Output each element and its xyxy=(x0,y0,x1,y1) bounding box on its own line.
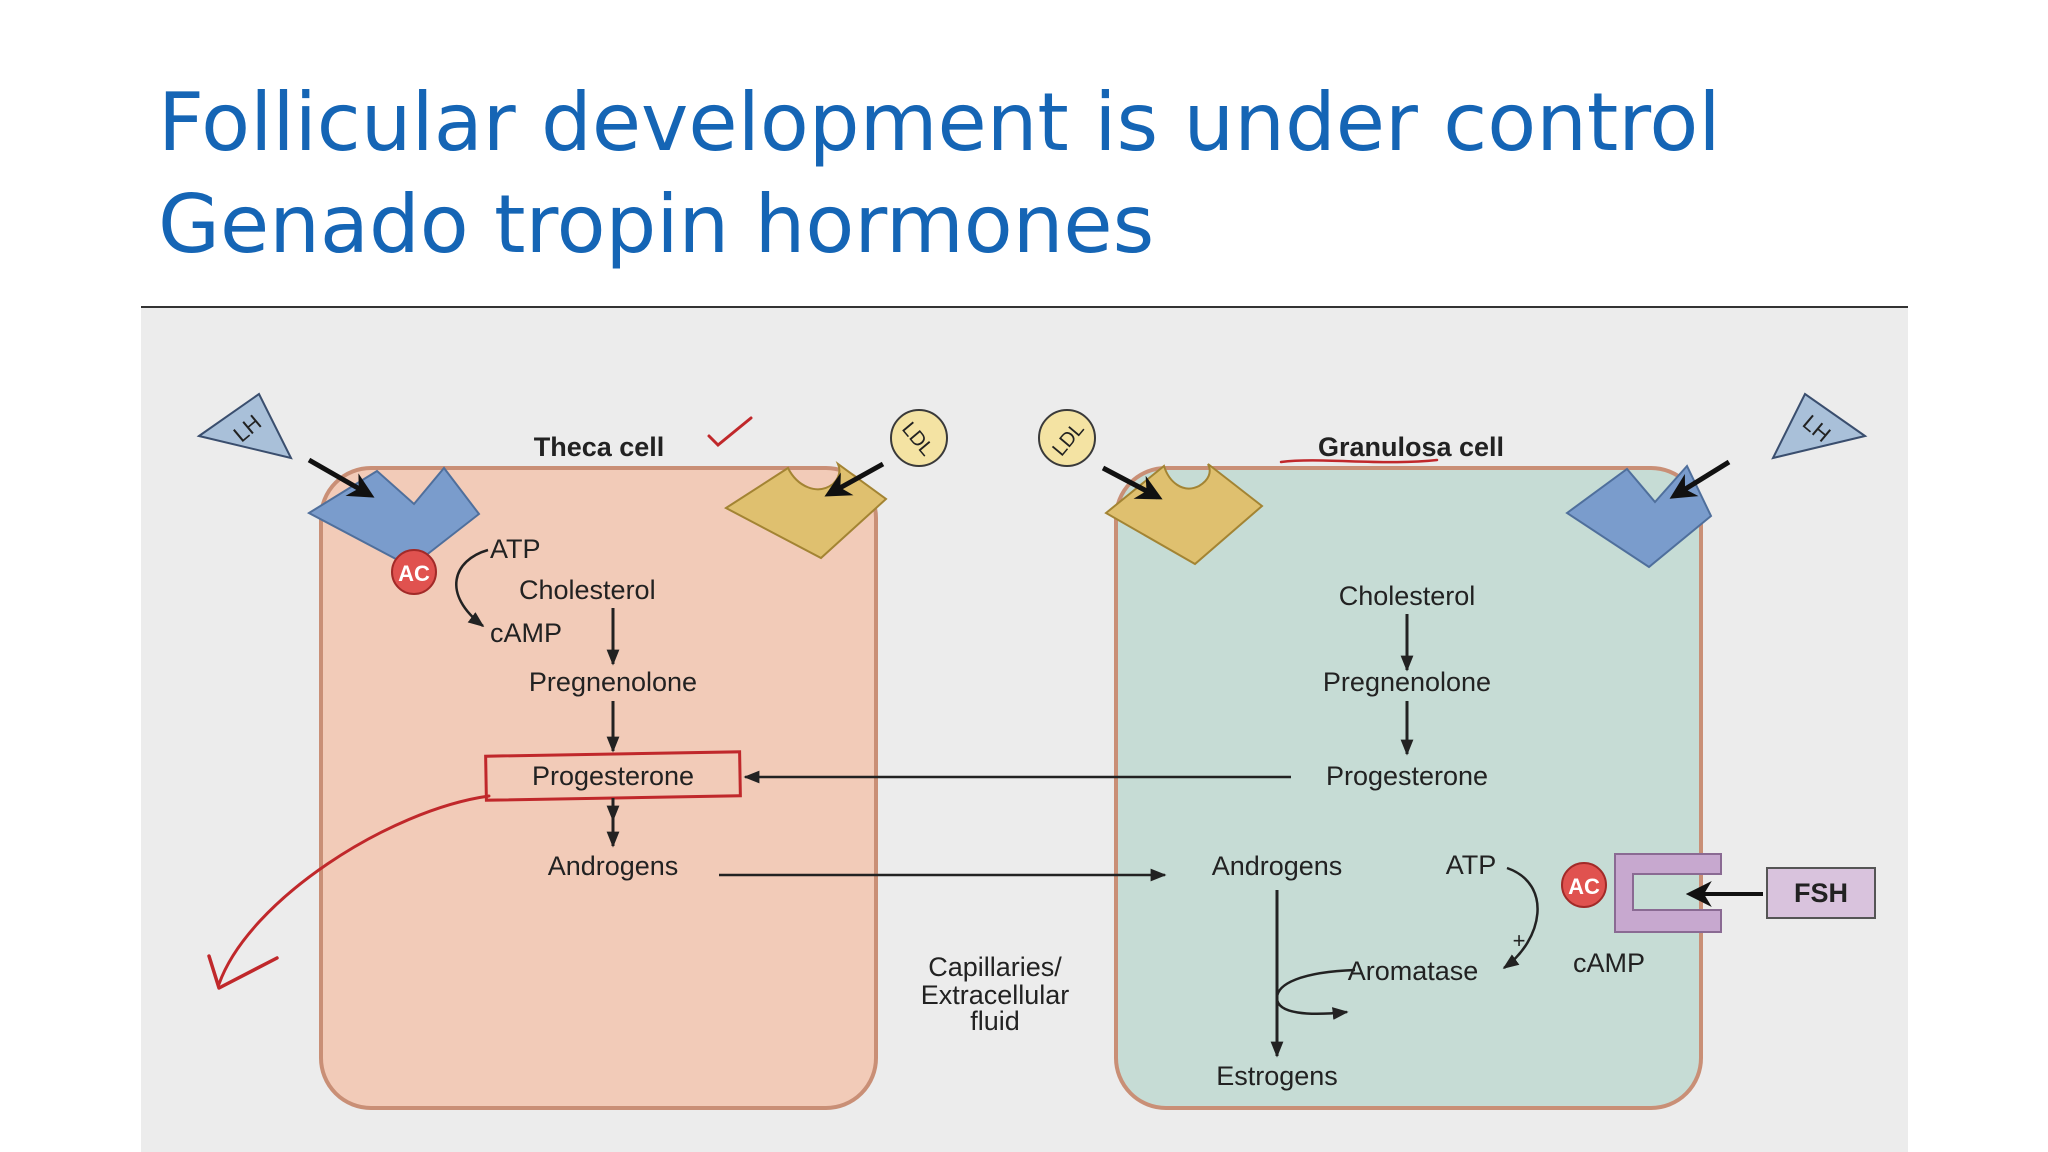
cholesterol-granulosa: Cholesterol xyxy=(1339,581,1476,611)
capillaries-label-3: fluid xyxy=(970,1006,1020,1036)
progesterone-highlight-box xyxy=(484,750,742,802)
pregnenolone-granulosa: Pregnenolone xyxy=(1323,667,1491,697)
slide-title: Follicular development is under control … xyxy=(158,72,1878,276)
granulosa-cell xyxy=(1114,466,1703,1110)
checkmark-annotation xyxy=(707,416,753,448)
ac-label-granulosa: AC xyxy=(1568,874,1600,899)
atp-to-camp-arrow-granulosa xyxy=(1502,866,1539,970)
progesterone-outflow-arrowhead xyxy=(207,954,279,990)
theca-cell-title: Theca cell xyxy=(534,432,665,462)
cholesterol-theca: Cholesterol xyxy=(519,575,656,605)
androgens-granulosa: Androgens xyxy=(1212,851,1343,881)
lh-binding-arrow-right xyxy=(1669,459,1731,499)
title-line-2: Genado tropin hormones xyxy=(158,178,1155,271)
pregnenolone-theca: Pregnenolone xyxy=(529,667,697,697)
atp-granulosa: ATP xyxy=(1446,850,1497,880)
estrogens-granulosa: Estrogens xyxy=(1216,1061,1338,1091)
aromatase-catalysis-arrow xyxy=(1275,968,1356,1020)
ac-enzyme-granulosa xyxy=(1561,862,1607,908)
plus-sign-granulosa: + xyxy=(1513,928,1526,953)
ldl-particle-left: LDL xyxy=(890,409,948,467)
ldl-binding-arrow-right xyxy=(1101,465,1163,500)
capillaries-label-1: Capillaries/ xyxy=(928,952,1062,982)
capillaries-label-2: Extracellular xyxy=(921,980,1070,1010)
progesterone-granulosa: Progesterone xyxy=(1326,761,1488,791)
underline-annotation xyxy=(1279,458,1439,464)
granulosa-cell-title: Granulosa cell xyxy=(1318,432,1504,462)
lh-hormone-left: LH xyxy=(196,392,293,460)
progesterone-outflow-annotation xyxy=(217,794,491,986)
androgens-theca: Androgens xyxy=(548,851,679,881)
title-line-1: Follicular development is under control xyxy=(158,76,1721,169)
atp-to-camp-arrow-theca xyxy=(455,548,489,627)
theca-cell xyxy=(319,466,878,1110)
progesterone-theca: Progesterone xyxy=(532,761,694,791)
fsh-receptor xyxy=(1614,853,1722,933)
title-divider xyxy=(141,306,1908,308)
ldl-particle-right: LDL xyxy=(1038,409,1096,467)
camp-granulosa: cAMP xyxy=(1573,948,1645,978)
fsh-hormone-box xyxy=(1766,867,1876,919)
hormone-pathway-figure: Theca cell Granulosa cell LH LDL xyxy=(141,308,1908,1152)
ac-enzyme-theca xyxy=(391,549,437,595)
aromatase-granulosa: Aromatase xyxy=(1348,956,1479,986)
ldl-binding-arrow-left xyxy=(824,461,885,497)
lh-binding-arrow-left xyxy=(307,457,375,498)
camp-theca: cAMP xyxy=(490,618,562,648)
atp-theca: ATP xyxy=(490,534,541,564)
pathway-diagram: Theca cell Granulosa cell LH LDL xyxy=(196,392,1876,1110)
ac-label-theca: AC xyxy=(398,561,430,586)
fsh-label: FSH xyxy=(1794,878,1848,908)
lh-hormone-right: LH xyxy=(1771,392,1868,460)
